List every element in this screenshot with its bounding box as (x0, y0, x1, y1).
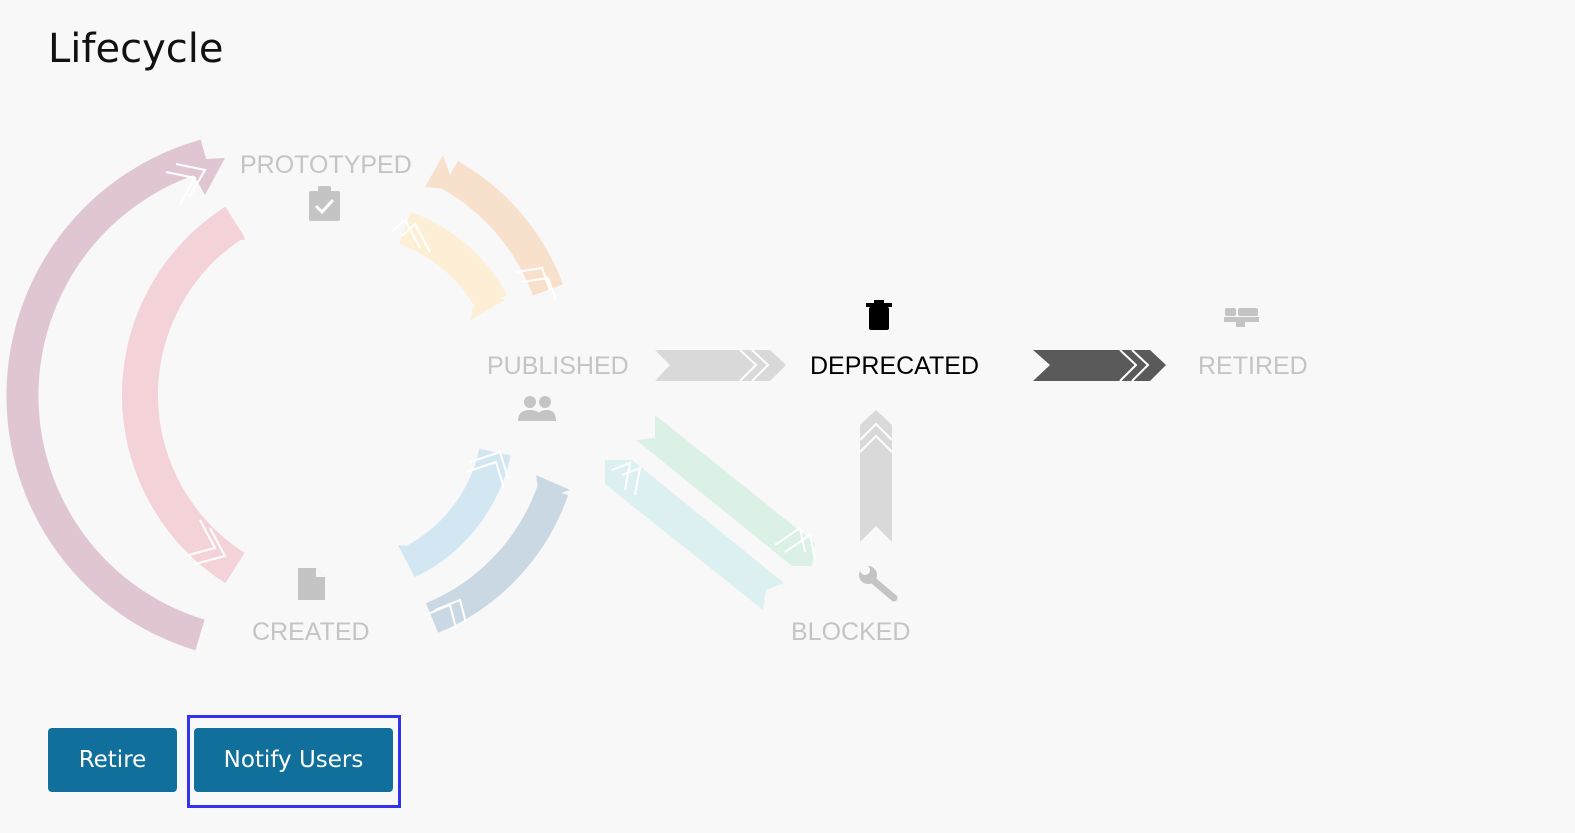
state-created: CREATED (252, 618, 370, 646)
transition-blocked-published[interactable] (605, 460, 784, 610)
bed-icon (1224, 308, 1259, 327)
transition-published-deprecated[interactable] (655, 349, 786, 382)
transition-prototyped-created[interactable] (122, 206, 245, 584)
wrench-icon (859, 565, 898, 602)
transition-published-prototyped[interactable] (391, 211, 507, 320)
state-blocked: BLOCKED (791, 618, 910, 646)
transition-published-created[interactable] (398, 448, 511, 578)
page-title: Lifecycle (48, 26, 224, 72)
trash-icon (866, 300, 892, 330)
transition-published-blocked[interactable] (636, 415, 816, 566)
transition-prototyped-published[interactable] (425, 155, 563, 301)
transition-created-prototyped[interactable] (6, 139, 225, 651)
notify-users-button[interactable]: Notify Users (194, 728, 393, 792)
state-published: PUBLISHED (487, 352, 629, 380)
clipboard-check-icon (309, 186, 340, 221)
lifecycle-diagram: PROTOTYPED PUBLISHED DEPRECATED RETIRED … (6, 139, 1308, 651)
transition-deprecated-retired[interactable] (1033, 349, 1166, 382)
transition-created-published[interactable] (424, 475, 570, 633)
users-icon (518, 396, 556, 421)
state-deprecated: DEPRECATED (810, 352, 979, 380)
file-icon (298, 568, 325, 600)
retire-button[interactable]: Retire (48, 728, 177, 792)
transition-blocked-deprecated[interactable] (859, 410, 893, 542)
state-prototyped: PROTOTYPED (240, 151, 412, 179)
state-retired: RETIRED (1198, 352, 1308, 380)
